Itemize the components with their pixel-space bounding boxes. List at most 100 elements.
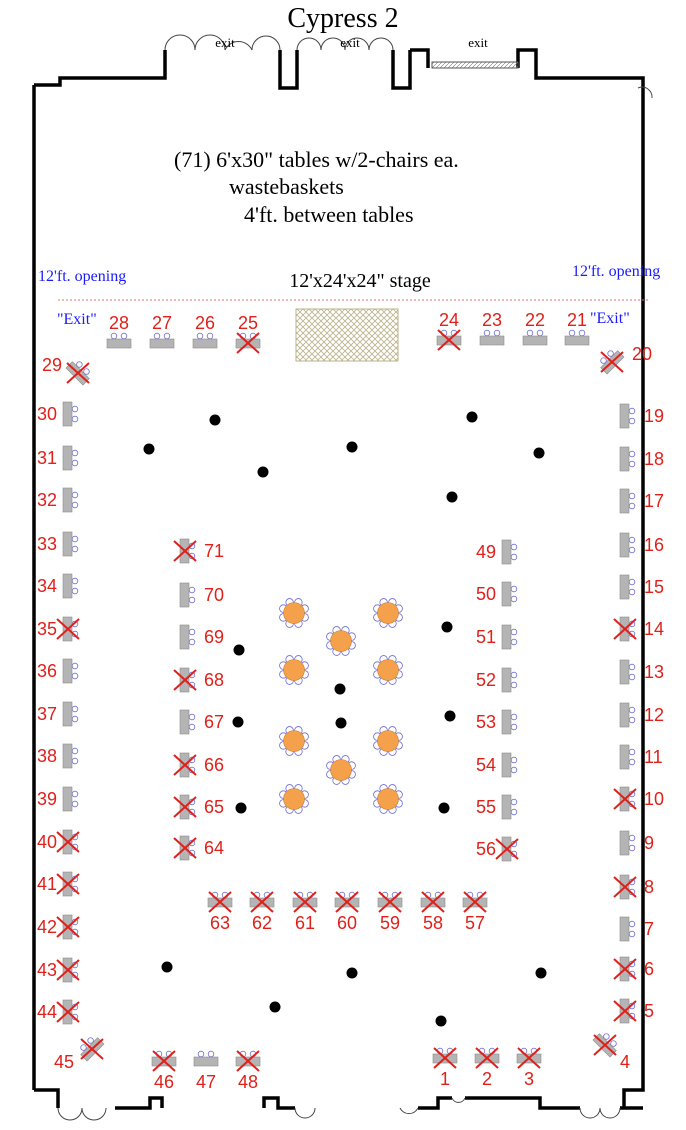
walls	[32, 48, 645, 1110]
table-40: 40	[37, 829, 80, 855]
table-number-25: 25	[238, 313, 258, 333]
table-6-shape	[619, 956, 636, 982]
table-61: 61	[292, 891, 318, 933]
wastebasket-15	[438, 802, 450, 814]
table-57-removed-mark	[463, 891, 487, 913]
table-56-shape	[501, 836, 518, 862]
table-15-shape	[619, 574, 636, 600]
table-number-70: 70	[204, 585, 224, 605]
table-19-shape	[619, 403, 636, 429]
table-number-48: 48	[238, 1072, 258, 1092]
table-49: 49	[476, 539, 518, 565]
table-number-54: 54	[476, 755, 496, 775]
round-table-5	[373, 655, 403, 685]
table-number-42: 42	[37, 917, 57, 937]
table-60: 60	[334, 891, 360, 933]
table-19: 19	[619, 403, 664, 429]
table-35-shape	[62, 616, 79, 642]
table-8: 8	[613, 874, 654, 900]
wastebasket-2	[466, 411, 478, 423]
round-table-8	[326, 755, 356, 785]
table-number-9: 9	[644, 833, 654, 853]
table-13-shape	[619, 659, 636, 685]
table-number-36: 36	[37, 661, 57, 681]
table-38: 38	[37, 743, 79, 769]
table-number-43: 43	[37, 960, 57, 980]
table-number-5: 5	[644, 1001, 654, 1021]
table-11: 11	[619, 744, 663, 770]
table-number-21: 21	[567, 310, 587, 330]
table-61-removed-mark	[293, 891, 317, 913]
table-number-45: 45	[54, 1052, 74, 1072]
round-table-10	[373, 784, 403, 814]
room-title: Cypress 2	[287, 3, 398, 34]
table-30-shape	[62, 401, 79, 427]
table-number-69: 69	[204, 627, 224, 647]
table-1-removed-mark	[433, 1047, 457, 1069]
table-number-6: 6	[644, 959, 654, 979]
table-number-19: 19	[644, 406, 664, 426]
table-18-shape	[619, 446, 636, 472]
opening-left-label: 12'ft. opening	[38, 268, 126, 285]
stage-label: 12'x24'x24" stage	[289, 270, 431, 292]
table-26-shape	[192, 332, 218, 349]
table-31: 31	[37, 445, 79, 471]
table-6: 6	[613, 956, 654, 982]
table-number-41: 41	[37, 874, 57, 894]
table-21: 21	[564, 310, 590, 346]
table-number-29: 29	[42, 355, 62, 375]
table-number-53: 53	[476, 712, 496, 732]
table-17: 17	[619, 488, 664, 514]
table-9: 9	[619, 830, 654, 856]
table-35-removed-mark	[56, 618, 80, 640]
table-number-32: 32	[37, 490, 57, 510]
table-1: 1	[432, 1047, 458, 1089]
table-41: 41	[37, 871, 80, 897]
table-number-52: 52	[476, 670, 496, 690]
table-32: 32	[37, 487, 79, 513]
table-22-shape	[522, 329, 548, 346]
opening-right-label: 12'ft. opening	[572, 263, 660, 280]
wastebasket-9	[233, 644, 245, 656]
table-65-removed-mark	[173, 796, 197, 818]
table-37-shape	[62, 701, 79, 727]
table-47: 47	[193, 1050, 219, 1092]
table-number-68: 68	[204, 670, 224, 690]
table-number-39: 39	[37, 789, 57, 809]
table-number-35: 35	[37, 619, 57, 639]
table-8-shape	[619, 874, 636, 900]
table-number-38: 38	[37, 746, 57, 766]
table-number-1: 1	[440, 1069, 450, 1089]
table-69-shape	[179, 624, 196, 650]
table-67: 67	[179, 709, 224, 735]
table-36-shape	[62, 658, 79, 684]
table-26: 26	[192, 313, 218, 349]
table-number-44: 44	[37, 1002, 57, 1022]
table-50: 50	[476, 581, 518, 607]
table-number-62: 62	[252, 913, 272, 933]
table-21-shape	[564, 329, 590, 346]
table-66-shape	[179, 752, 196, 778]
table-14: 14	[613, 616, 664, 642]
table-11-shape	[619, 744, 636, 770]
table-22: 22	[522, 310, 548, 346]
table-43-shape	[62, 957, 79, 983]
table-5-removed-mark	[613, 1000, 637, 1022]
table-number-71: 71	[204, 541, 224, 561]
wastebaskets	[143, 411, 547, 1027]
table-number-50: 50	[476, 584, 496, 604]
table-58: 58	[420, 891, 446, 933]
table-10-removed-mark	[613, 788, 637, 810]
table-14-removed-mark	[613, 618, 637, 640]
table-number-24: 24	[439, 310, 459, 330]
table-number-27: 27	[152, 313, 172, 333]
table-45-removed-mark	[80, 1038, 104, 1060]
table-number-49: 49	[476, 542, 496, 562]
table-56-removed-mark	[495, 838, 519, 860]
table-64-shape	[179, 835, 196, 861]
stage	[295, 308, 399, 362]
wastebasket-6	[257, 466, 269, 478]
table-66-removed-mark	[173, 754, 197, 776]
table-12-shape	[619, 702, 636, 728]
